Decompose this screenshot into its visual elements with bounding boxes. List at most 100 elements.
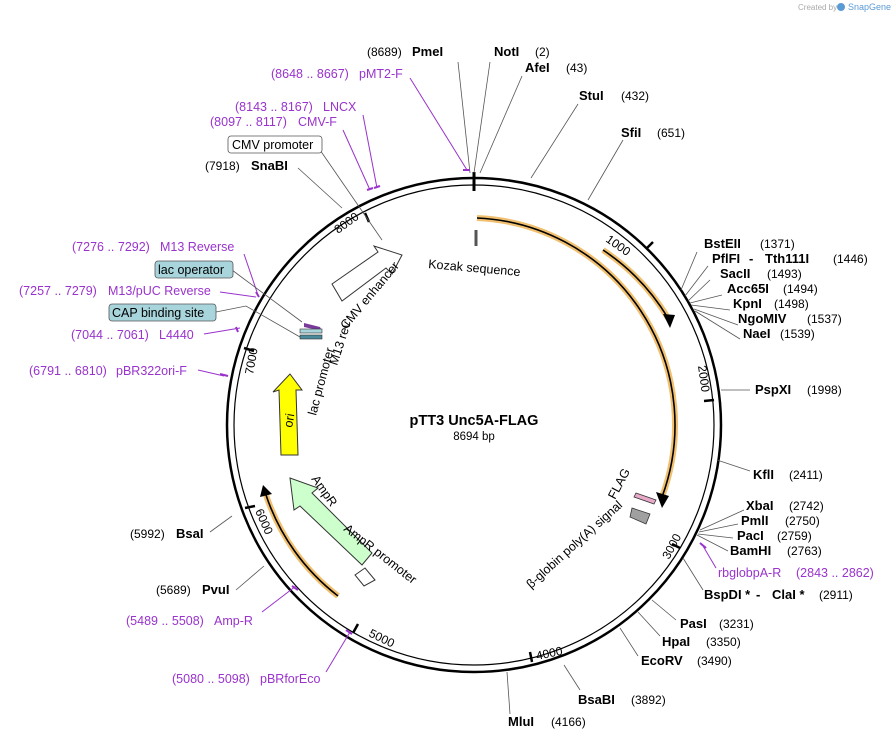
enzyme-name-pmli: PmlI [741,513,768,528]
primer-name-rbglobpa: rbglobpA-R [718,566,781,580]
primer-name-l4440: L4440 [159,328,194,342]
enzyme-pos-kpni: (1498) [774,297,809,311]
cap-site-box [108,303,217,322]
tick-3000 [671,542,681,550]
tick-label-2000: 2000 [695,364,713,393]
leader-bspdi [682,557,704,591]
lac-operator-box [154,260,234,279]
enzyme-name-bspdi: BspDI * [704,587,751,602]
orf-arrow [476,217,676,498]
leader-paci [697,533,734,539]
enzyme-pos-kfli: (2411) [789,468,823,482]
enzyme-name-tth111i: Tth111I [765,251,809,266]
orf-arrowhead [656,492,669,508]
primer-name-cmvf: CMV-F [298,115,337,129]
marker-ampr [291,585,299,591]
orf-inner [602,249,669,319]
enzyme-pos-afei: (43) [566,61,587,75]
tick-label-7000: 7000 [242,346,260,375]
leader-pflfi [684,265,709,297]
primer-name-pmt2f: pMT2-F [359,67,403,81]
leader-pmt2f [409,77,468,171]
enzyme-name-xbai: XbaI [746,498,773,513]
leader-pasi [651,599,677,621]
enzyme-name-pasi: PasI [680,616,707,631]
enzyme-pos-paci: (2759) [777,529,812,543]
enzyme-pos-bsabi: (3892) [631,693,666,707]
plasmid-size: 8694 bp [453,431,495,443]
leader-cmv-promoter [319,149,383,241]
enzyme-pos-stui: (432) [621,89,649,103]
marker-l4440 [235,326,239,333]
enzyme-pos-pmei: (8689) [367,45,402,59]
enzyme-pos-pasi: (3231) [719,617,754,631]
enzyme-pos-naei: (1539) [780,327,815,341]
enzyme-name-clai: ClaI * [772,587,805,602]
leader-xbai [699,509,745,531]
lac-operator-label: lac operator [158,263,224,277]
tick-label-4000: 4000 [535,644,564,663]
cmv-promoter-label: CMV promoter [232,138,313,152]
credit-text: Created by [798,3,837,12]
marker-cmvf [366,187,374,191]
primer-name-m13puc: M13/pUC Reverse [108,284,211,298]
primer-name-m13rev: M13 Reverse [160,240,234,254]
kozak-label: Kozak sequence [428,257,521,279]
enzyme-name-bsai: BsaI [176,526,203,541]
primer-range-ampr: (5489 .. 5508) [126,614,204,628]
ampr-orf-arrowhead [260,485,272,497]
primer-range-pbr322: (6791 .. 6810) [29,364,107,378]
enzyme-pos-sfii: (651) [657,126,685,140]
cmv-enhancer-arrow [331,245,403,302]
tick-7000 [243,346,255,353]
leader-pmei [457,61,471,174]
leader-lac-operator [231,269,303,323]
leader-bsteii [680,251,698,291]
primer-range-m13rev: (7276 .. 7292) [72,240,150,254]
leader-sfii [587,139,624,201]
enzyme-pos-noti: (2) [535,45,550,59]
primer-range-m13puc: (7257 .. 7279) [19,284,97,298]
primer-name-lncx: LNCX [323,100,357,114]
enzyme-name-bsteii: BstEII [704,236,741,251]
enzyme-name-naei: NaeI [743,326,770,341]
enzyme-name-noti: NotI [494,44,519,59]
tick-marks [243,212,715,663]
lac-operator-marker [299,328,323,334]
leader-cmvf [342,129,371,191]
leader-stui [530,103,579,179]
primer-range-lncx: (8143 .. 8167) [235,100,313,114]
lac-promoter-label: lac promoter [305,346,337,417]
enzyme-pos-acc65i: (1494) [783,282,818,296]
enzyme-leaders [209,61,751,715]
ampr-promoter-arrow [354,567,376,587]
tick-6000 [244,504,256,510]
leader-naei [694,310,741,340]
leader-noti [473,61,491,174]
leader-bsai [209,515,233,533]
primer-name-pbr322: pBR322ori-F [116,364,187,378]
enzyme-name-ngomiv: NgoMIV [738,311,787,326]
leader-bsabi [563,664,581,691]
enzyme-pos-bamhi: (2763) [787,544,822,558]
leader-bamhi [696,534,729,552]
enzyme-name-sacii: SacII [720,266,750,281]
flag-label: FLAG [605,466,633,501]
cmv-promoter-box [227,135,323,154]
enzyme-pos-bsteii: (1371) [760,237,795,251]
primer-range-cmvf: (8097 .. 8117) [210,115,287,129]
enzyme-pos-hpai: (3350) [706,635,741,649]
leader-l4440 [203,327,241,335]
leader-pvui [235,565,265,591]
enzyme-pos-mlui: (4166) [551,715,586,729]
leader-mlui [506,671,511,715]
enzyme-name-kfli: KflI [753,467,774,482]
enzyme-name-pspxi: PspXI [755,382,791,397]
leader-kfli [716,459,751,472]
tick-1000 [645,241,654,250]
enzyme-pos-pmli: (2750) [785,514,820,528]
enzyme-name-stui: StuI [579,88,604,103]
enzyme-name-kpni: KpnI [733,296,762,311]
primer-range-l4440: (7044 .. 7061) [71,328,149,342]
